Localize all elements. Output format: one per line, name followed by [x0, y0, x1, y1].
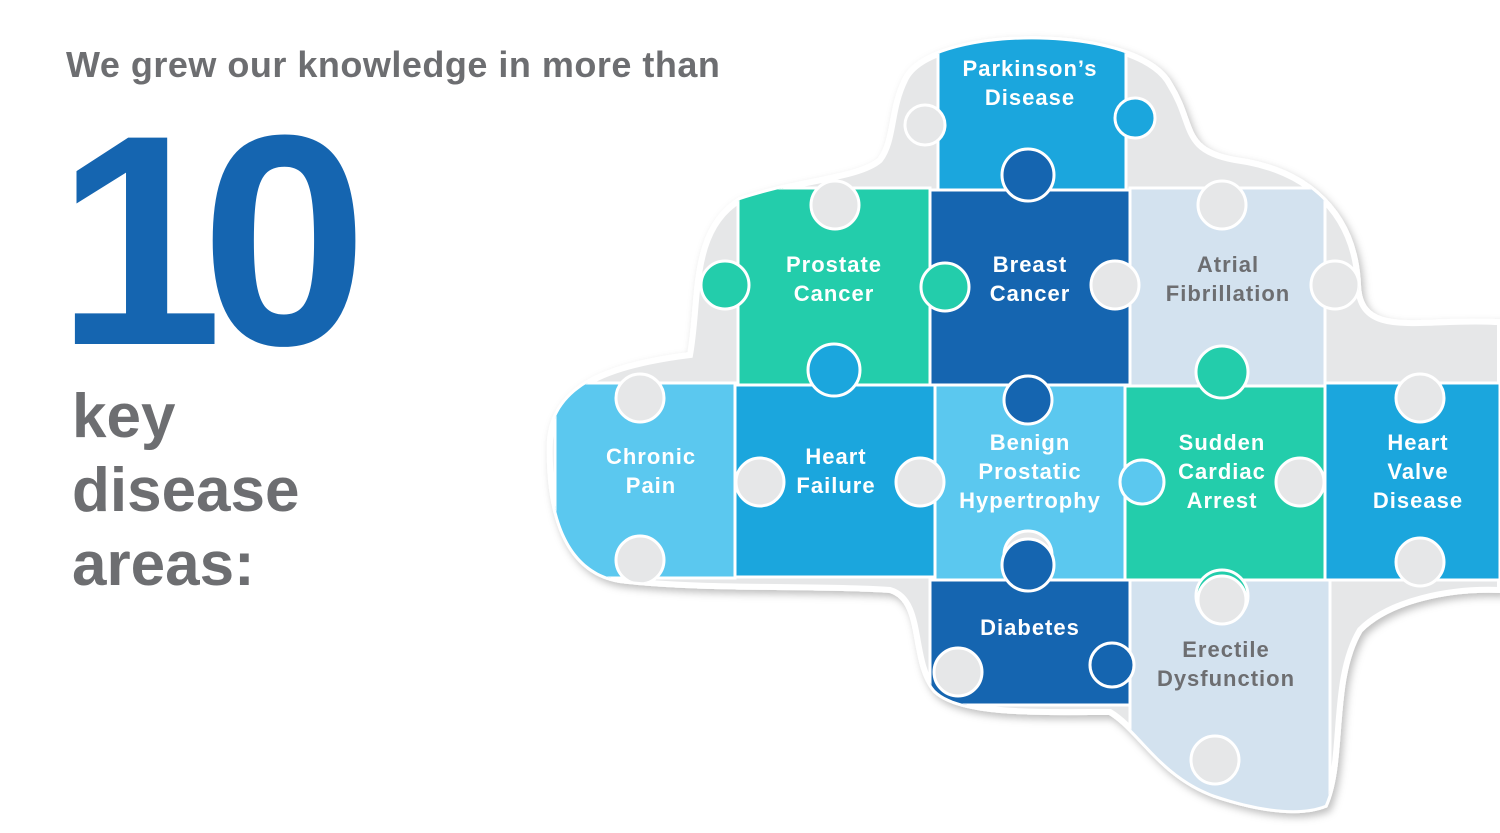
- puzzle-tab-parkinsons-0: [1113, 96, 1157, 140]
- puzzle-tab-sudden-cardiac-arrest-0: [1194, 344, 1250, 400]
- label-line: Valve: [1387, 459, 1448, 484]
- puzzle-tab-heart-failure-0: [806, 342, 862, 398]
- puzzle-hole-prostate-cancer-1: [809, 179, 861, 231]
- puzzle-hole-sudden-cardiac-arrest-2: [1274, 456, 1326, 508]
- puzzle-hole-heart-failure-1: [734, 456, 786, 508]
- puzzle-hole-atrial-fibrillation-1: [1309, 259, 1361, 311]
- label-diabetes: Diabetes: [980, 615, 1080, 640]
- label-line: Benign: [990, 430, 1071, 455]
- label-line: Breast: [993, 252, 1067, 277]
- puzzle-hole-atrial-fibrillation-0: [1196, 179, 1248, 231]
- puzzle-hole-heart-failure-2: [894, 456, 946, 508]
- label-line: Failure: [796, 473, 875, 498]
- label-line: Diabetes: [980, 615, 1080, 640]
- puzzle-hole-heart-valve-disease-1: [1394, 536, 1446, 588]
- puzzle-tab-benign-prostatic-hypertrophy-1: [1118, 458, 1166, 506]
- puzzle-tab-diabetes-0: [1000, 537, 1056, 593]
- label-line: Arrest: [1187, 488, 1258, 513]
- label-line: Pain: [626, 473, 676, 498]
- label-line: Chronic: [606, 444, 696, 469]
- puzzle-hole-chronic-pain-0: [614, 372, 666, 424]
- label-line: Disease: [1373, 488, 1463, 513]
- puzzle-hole-heart-valve-disease-0: [1394, 372, 1446, 424]
- label-line: Prostate: [786, 252, 882, 277]
- puzzle-hole-breast-cancer-1: [1089, 259, 1141, 311]
- label-line: Hypertrophy: [959, 488, 1101, 513]
- label-line: Heart: [1387, 430, 1448, 455]
- label-line: Sudden: [1179, 430, 1266, 455]
- areas-label: key disease areas:: [72, 382, 300, 599]
- puzzle-hole-erectile-dysfunction-0: [1196, 574, 1248, 626]
- label-line: Prostatic: [978, 459, 1081, 484]
- label-line: Dysfunction: [1157, 666, 1295, 691]
- label-line: Cancer: [794, 281, 875, 306]
- puzzle-hole-diabetes-1: [932, 646, 984, 698]
- label-line: Heart: [805, 444, 866, 469]
- puzzle-tab-prostate-cancer-2: [919, 261, 971, 313]
- puzzle-tab-diabetes-2: [1088, 641, 1136, 689]
- intro-text: We grew our knowledge in more than: [66, 44, 721, 85]
- puzzle-hole-chronic-pain-1: [614, 534, 666, 586]
- puzzle-hole-erectile-dysfunction-1: [1189, 734, 1241, 786]
- label-line: Cancer: [990, 281, 1071, 306]
- label-line: Parkinson’s: [963, 56, 1098, 81]
- puzzle-tab-breast-cancer-2: [1002, 374, 1054, 426]
- label-line: Erectile: [1182, 637, 1270, 662]
- label-line: Fibrillation: [1166, 281, 1290, 306]
- puzzle-tab-prostate-cancer-0: [699, 259, 751, 311]
- puzzle-tab-breast-cancer-0: [1000, 147, 1056, 203]
- puzzle-hole-parkinsons-1: [903, 103, 947, 147]
- label-line: Cardiac: [1178, 459, 1266, 484]
- area-count: 10: [56, 72, 368, 408]
- label-line: Atrial: [1197, 252, 1259, 277]
- label-line: Disease: [985, 85, 1075, 110]
